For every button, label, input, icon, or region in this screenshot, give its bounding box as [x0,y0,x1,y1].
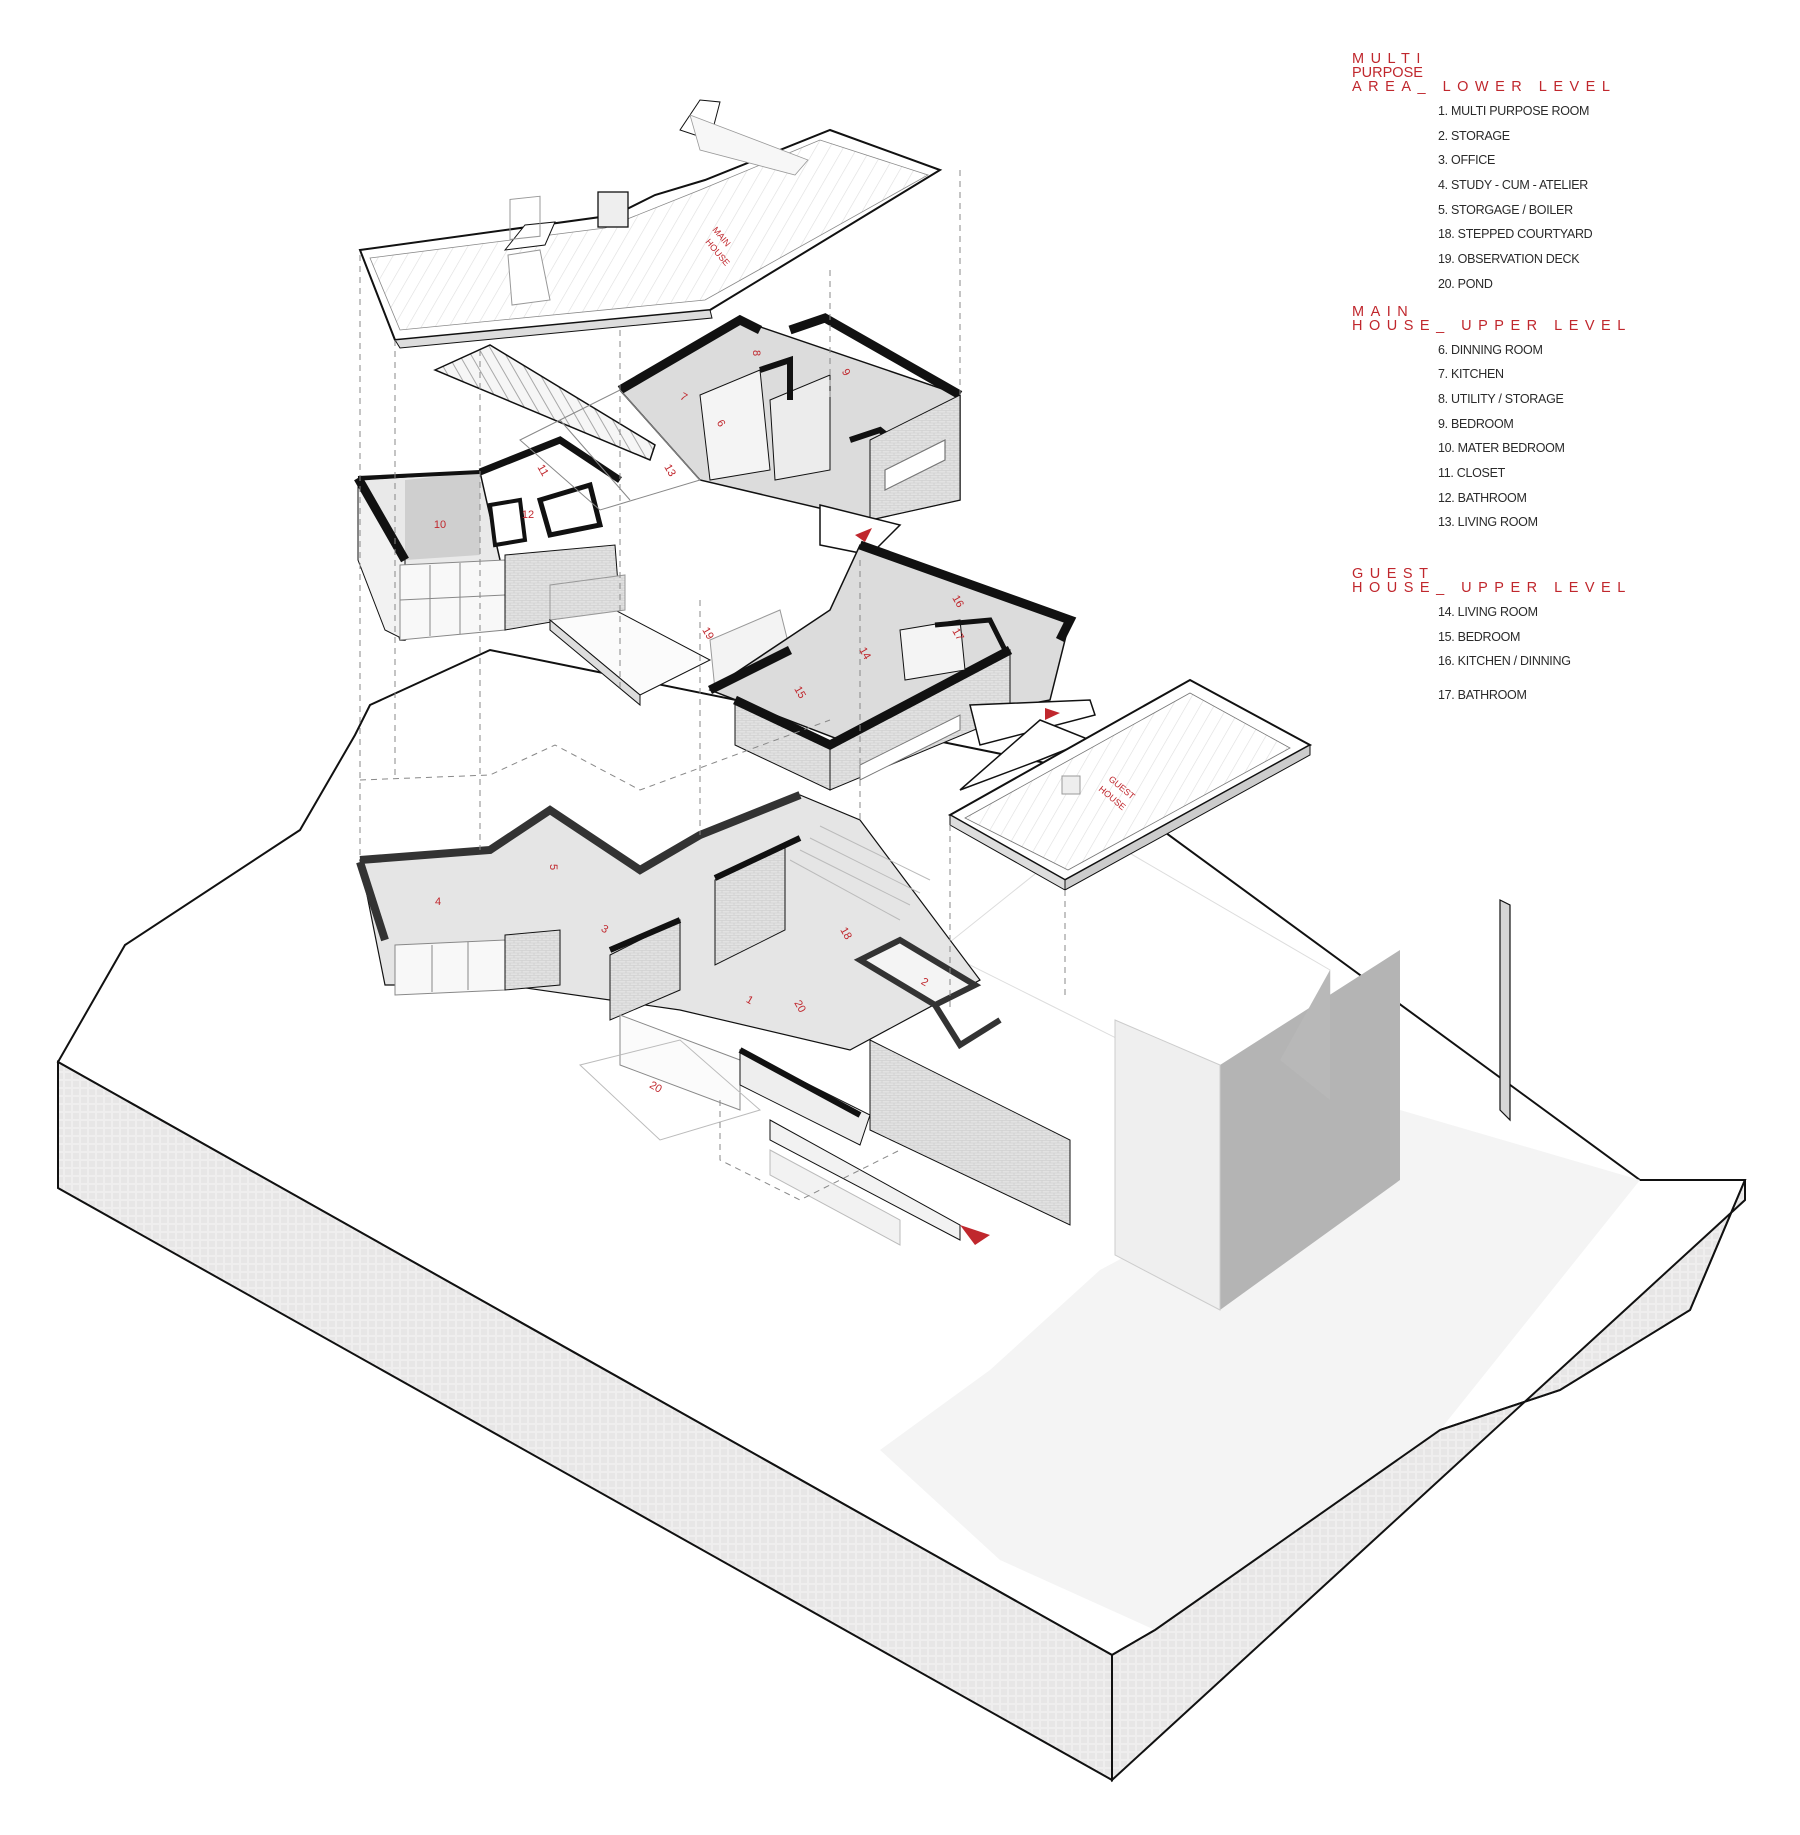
room-tag: 12 [522,509,534,521]
legend-heading-line1: MULTI [1352,51,1427,67]
legend-item: 6. DINNING ROOM [1438,342,1543,357]
room-tag: 13 [661,462,678,479]
legend-heading: MULTI PURPOSE AREA_ LOWER LEVEL [1352,51,1792,95]
legend-item: 10. MATER BEDROOM [1438,441,1565,456]
legend-heading-line2: PURPOSE [1352,65,1423,81]
site-terrain [56,648,1747,1783]
room-tag: 17 [949,626,966,643]
legend-item: 19. OBSERVATION DECK [1438,252,1580,267]
site-volume-block [939,829,1511,1311]
legend-item: 2. STORAGE [1438,128,1510,143]
legend-item: 9. BEDROOM [1438,416,1514,431]
legend-item: 20. POND [1438,276,1493,291]
room-tag: 19 [699,625,716,642]
room-tag: 6 [714,418,727,429]
room-tag: 11 [535,463,551,479]
legend-section-guest-house: GUEST HOUSE_ UPPER LEVEL 14. LIVING ROOM… [1352,567,1792,708]
room-tag: 4 [435,896,441,908]
legend-item: 11. CLOSET [1438,465,1505,480]
observation-deck [548,574,791,707]
guest-house-roof: GUEST HOUSE [947,678,1313,891]
legend-heading-line2: HOUSE_ UPPER LEVEL [1352,580,1632,596]
legend-item: 4. STUDY - CUM - ATELIER [1438,178,1589,193]
room-tag: 16 [949,593,966,610]
multi-purpose-lower-level [356,791,1071,1246]
legend-item: 7. KITCHEN [1438,367,1504,382]
pergola [433,344,656,462]
legend-item: 12. BATHROOM [1438,490,1527,505]
room-tag: 20 [647,1079,664,1096]
projection-lines [359,170,1066,1201]
legend-heading-line2: HOUSE_ UPPER LEVEL [1352,317,1632,334]
legend-heading-line3: AREA_ LOWER LEVEL [1352,79,1617,95]
legend-item: 15. BEDROOM [1438,629,1521,644]
legend-item: 16. KITCHEN / DINNING [1438,654,1571,669]
legend-heading: MAIN HOUSE_ UPPER LEVEL [1352,303,1792,334]
legend-item: 14. LIVING ROOM [1438,605,1538,619]
legend-item: 17. BATHROOM [1438,688,1527,703]
legend-item: 13. LIVING ROOM [1438,515,1538,530]
room-tag: 10 [434,519,446,531]
room-tag: 7 [678,391,689,404]
room-tag: 20 [791,998,808,1015]
guest-house-upper-level [707,540,1096,791]
room-tag: 18 [837,925,854,942]
main-house-upper-level [354,313,963,641]
legend-item: 18. STEPPED COURTYARD [1438,227,1593,242]
legend-section-main-house: MAIN HOUSE_ UPPER LEVEL 6. DINNING ROOM … [1352,303,1792,536]
room-tag: 1 [744,994,755,1007]
legend: MULTI PURPOSE AREA_ LOWER LEVEL 1. MULTI… [1352,52,1792,708]
legend-section-multi-purpose: MULTI PURPOSE AREA_ LOWER LEVEL 1. MULTI… [1352,52,1792,297]
room-tag: 9 [839,367,852,378]
main-house-roof: MAIN HOUSE [358,99,943,349]
room-tag: 2 [919,976,930,989]
legend-heading: GUEST HOUSE_ UPPER LEVEL [1352,566,1792,596]
legend-item: 1. MULTI PURPOSE ROOM [1438,104,1590,118]
room-tag: 3 [599,923,610,936]
room-tag: 8 [750,350,762,356]
room-tag: 15 [791,684,808,701]
legend-item: 3. OFFICE [1438,153,1496,168]
legend-heading-line1: MAIN [1352,303,1415,320]
legend-item: 8. UTILITY / STORAGE [1438,391,1564,406]
room-tag: 14 [856,645,873,662]
legend-heading-line1: GUEST [1352,566,1435,582]
legend-item: 5. STORGAGE / BOILER [1438,202,1573,217]
room-tag: 5 [547,864,559,870]
